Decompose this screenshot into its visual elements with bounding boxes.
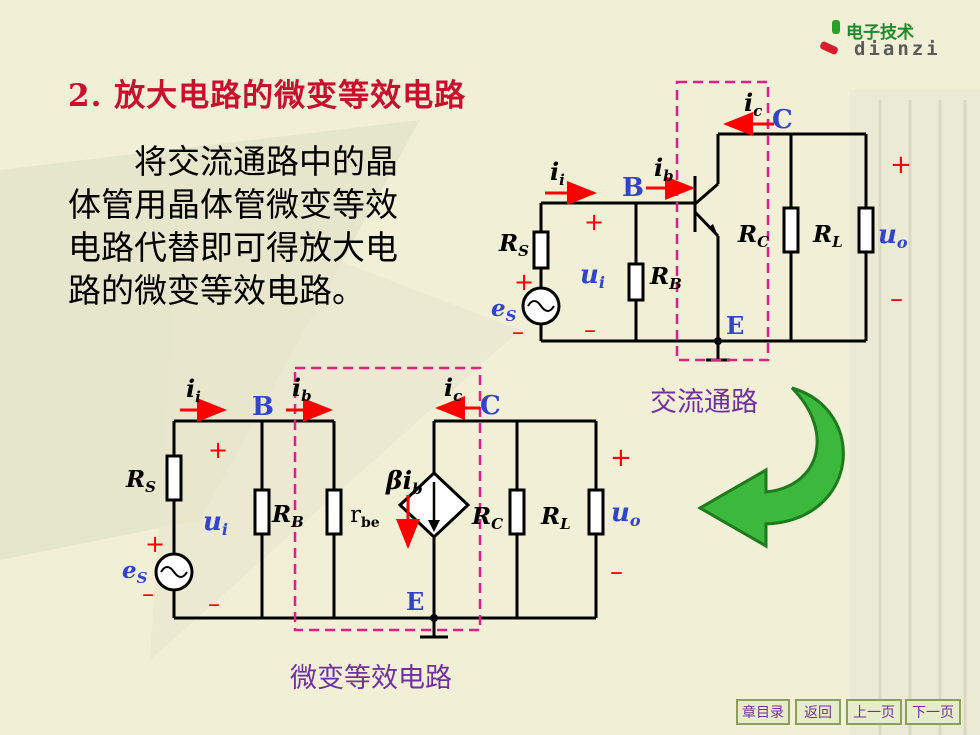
transistor-dashed-box-ac xyxy=(675,80,770,362)
svg-text:ic: ic xyxy=(744,88,762,120)
ac-resistors xyxy=(532,206,875,302)
svg-text:ii: ii xyxy=(550,157,565,189)
svg-text:rbe: rbe xyxy=(350,502,380,531)
ac-labels: ii B ib ic C E RS RB RC RL uo ui eS + – … xyxy=(491,88,912,346)
resistor-rb-eq xyxy=(253,488,271,536)
svg-text:B: B xyxy=(252,392,274,422)
svg-text:ui: ui xyxy=(580,260,605,292)
svg-text:RB: RB xyxy=(271,501,304,531)
svg-text:+: + xyxy=(610,443,632,473)
svg-text:C: C xyxy=(480,391,501,421)
eq-labels: ii B ib ic C E RS RB rbe βib RC RL uo ui… xyxy=(122,373,641,618)
nav-return[interactable]: 返回 xyxy=(795,699,841,725)
svg-text:E: E xyxy=(726,311,744,340)
svg-text:eS: eS xyxy=(122,557,148,587)
resistor-rc-ac xyxy=(782,206,800,254)
logo-text-bottom: dianzi xyxy=(854,38,941,60)
svg-text:ic: ic xyxy=(444,373,462,405)
svg-text:RC: RC xyxy=(471,503,503,533)
svg-text:B: B xyxy=(622,173,644,203)
svg-text:C: C xyxy=(772,105,793,135)
resistor-rl-eq xyxy=(587,488,605,536)
equivalent-circuit xyxy=(172,419,598,639)
svg-text:+: + xyxy=(584,208,604,236)
svg-text:–: – xyxy=(610,557,623,587)
svg-text:RB: RB xyxy=(649,263,682,293)
svg-text:+: + xyxy=(208,436,228,464)
resistor-rl-ac xyxy=(857,206,875,254)
nav-next-page[interactable]: 下一页 xyxy=(905,699,961,725)
emitter-arrow-icon xyxy=(708,224,718,236)
svg-text:ui: ui xyxy=(203,507,228,539)
resistor-rb-ac xyxy=(627,262,645,302)
sine-icon xyxy=(527,300,555,312)
logo-text-top: 电子技术 xyxy=(846,23,914,43)
sine-icon-eq xyxy=(160,566,188,578)
svg-text:–: – xyxy=(512,318,524,346)
svg-text:RS: RS xyxy=(498,230,529,260)
svg-text:RS: RS xyxy=(125,466,156,496)
svg-text:+: + xyxy=(145,530,165,558)
svg-text:ib: ib xyxy=(654,153,674,185)
svg-text:–: – xyxy=(208,590,220,618)
eq-resistors xyxy=(165,454,605,536)
svg-text:ib: ib xyxy=(292,373,312,405)
svg-text:βib: βib xyxy=(385,466,423,498)
svg-text:RL: RL xyxy=(812,221,843,251)
svg-text:E: E xyxy=(406,587,424,616)
svg-text:–: – xyxy=(584,316,596,344)
transform-arrow-icon xyxy=(696,386,845,549)
svg-text:+: + xyxy=(514,268,534,296)
ground-node-eq xyxy=(430,614,438,622)
source-direction-head xyxy=(428,520,440,532)
caption-ac-path: 交流通路 xyxy=(650,387,758,418)
svg-text:uo: uo xyxy=(878,220,908,252)
svg-text:RL: RL xyxy=(540,503,571,533)
svg-text:eS: eS xyxy=(491,295,517,325)
ground-node xyxy=(714,337,722,345)
resistor-rbe-eq xyxy=(325,488,343,536)
body-paragraph: 将交流通路中的晶体管用晶体管微变等效电路代替即可得放大电路的微变等效电路。 xyxy=(68,140,423,312)
svg-text:–: – xyxy=(142,580,154,608)
nav-chapter-contents[interactable]: 章目录 xyxy=(736,699,790,725)
svg-text:uo: uo xyxy=(611,498,641,530)
svg-text:RC: RC xyxy=(737,221,769,251)
resistor-rs-ac xyxy=(532,230,550,270)
caption-equivalent: 微变等效电路 xyxy=(290,663,452,694)
resistor-rs-eq xyxy=(165,454,183,502)
brand-logo: 电子技术 dianzi xyxy=(820,16,970,64)
svg-text:–: – xyxy=(890,284,903,314)
nav-previous-page[interactable]: 上一页 xyxy=(846,699,902,725)
body-text: 将交流通路中的晶体管用晶体管微变等效电路代替即可得放大电路的微变等效电路。 xyxy=(68,142,398,310)
svg-text:ii: ii xyxy=(186,374,201,406)
svg-text:+: + xyxy=(890,150,912,180)
slide-title: 2. 放大电路的微变等效电路 xyxy=(68,78,467,114)
resistor-rc-eq xyxy=(508,488,526,536)
